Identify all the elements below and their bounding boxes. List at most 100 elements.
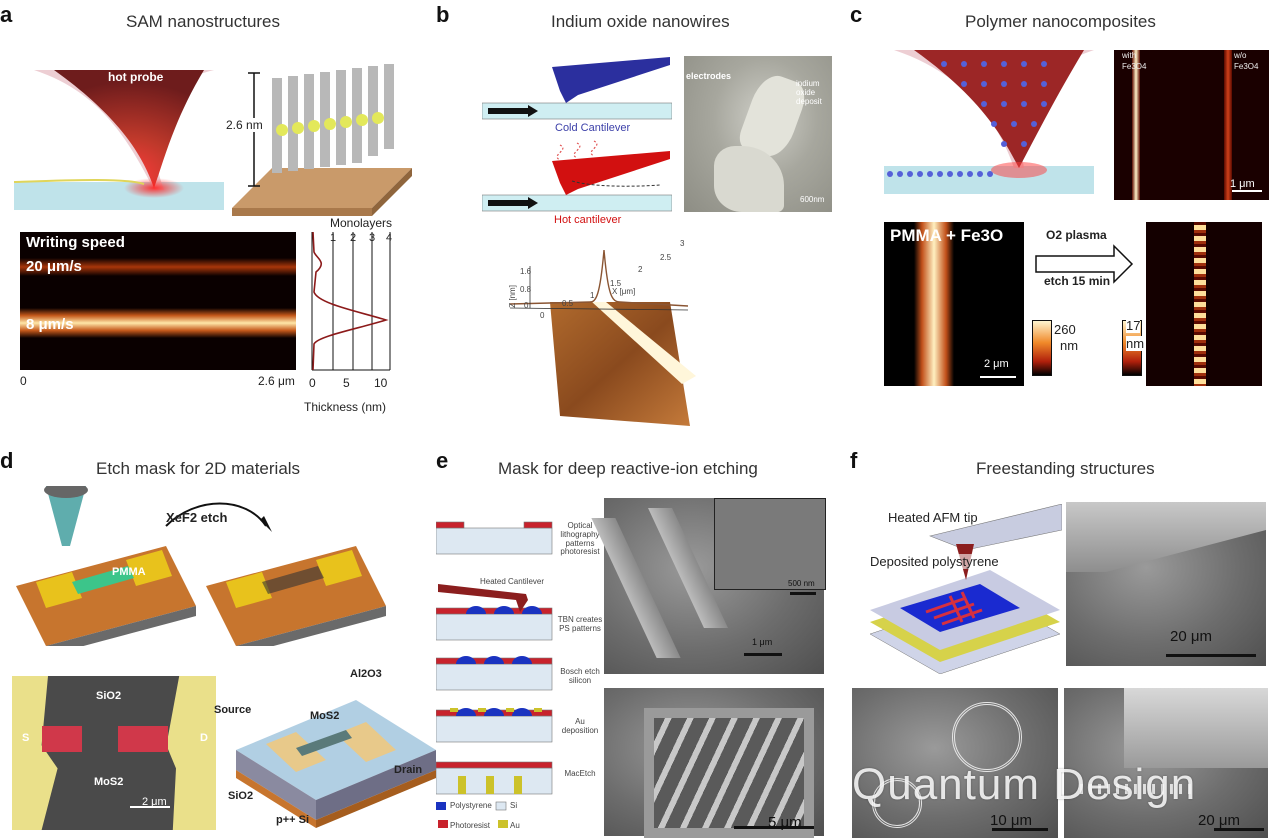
- scale-500nm-label: 500 nm: [788, 579, 815, 588]
- with-label: with: [1122, 51, 1137, 60]
- thickness-profile-plot: [311, 232, 391, 371]
- thickness-tick-10: 10: [374, 376, 388, 390]
- o2-plasma-label: O2 plasma: [1046, 228, 1107, 242]
- ml-tick-4: 4: [386, 232, 393, 244]
- writing-speed-label: Writing speed: [26, 234, 125, 251]
- ml-tick-2: 2: [350, 232, 357, 244]
- z-tick-1.6: 1.6: [520, 267, 532, 276]
- electrodes-label: electrodes: [686, 71, 732, 81]
- heated-cantilever-label: Heated Cantilever: [480, 577, 545, 586]
- panel-label-f: f: [850, 448, 858, 473]
- x-axis-label: X [μm]: [612, 287, 636, 296]
- writing-speed-image: [20, 232, 296, 370]
- with-fe3o4-label: Fe3O4: [1122, 62, 1147, 71]
- pmma-label: PMMA: [112, 566, 146, 578]
- xef2-etch-label: XeF2 etch: [166, 510, 228, 525]
- scale-1um-label: 1 μm: [1230, 178, 1255, 190]
- panel-label-a: a: [0, 2, 13, 27]
- x-tick-2: 2: [638, 265, 643, 274]
- heated-afm-tip-label: Heated AFM tip: [888, 510, 978, 525]
- source-label: Source: [214, 704, 252, 716]
- ml-tick-1: 1: [330, 232, 337, 244]
- freestanding-schematic: [870, 504, 1062, 674]
- step-3-label: Bosch etch silicon: [560, 667, 600, 685]
- x-axis-end: 2.6 μm: [258, 374, 295, 388]
- mos2-optical-image: [12, 676, 216, 830]
- fe3o4-lines-image: [1114, 50, 1269, 200]
- x-tick-1: 1: [590, 291, 595, 300]
- legend-photoresist-swatch: [438, 820, 448, 828]
- drie-sem-image-2: [604, 688, 824, 838]
- o2-plasma-arrow: [1035, 244, 1134, 284]
- cold-cantilever-label: Cold Cantilever: [555, 122, 631, 134]
- without-label: w/o: [1234, 51, 1247, 60]
- afm-3d-topography: [509, 249, 696, 426]
- ml-tick-3: 3: [369, 232, 376, 244]
- drain-label: Drain: [394, 764, 423, 776]
- monolayers-label: Monolayers: [330, 216, 393, 230]
- sio2-label: SiO2: [96, 690, 122, 702]
- scale-2um-d-label: 2 μm: [142, 796, 167, 808]
- etch-15min-label: etch 15 min: [1044, 274, 1111, 288]
- z-tick-0.8: 0.8: [520, 285, 532, 294]
- panel-label-c: c: [850, 2, 863, 27]
- step-4-label: Au deposition: [561, 717, 599, 735]
- drain-d-label: D: [200, 732, 208, 744]
- legend-photoresist: Photoresist: [450, 821, 491, 830]
- panel-label-e: e: [436, 448, 449, 473]
- thickness-axis-label: Thickness (nm): [304, 400, 387, 414]
- without-fe3o4-label: Fe3O4: [1234, 62, 1259, 71]
- drie-sem-image-1: [591, 498, 826, 674]
- serpentine-sem-image: [1064, 688, 1268, 838]
- sio2-device-label: SiO2: [228, 790, 254, 802]
- mos2-device-label: MoS2: [310, 710, 340, 722]
- panel-title-a: SAM nanostructures: [126, 12, 281, 31]
- colorbar-17-value: 17: [1126, 318, 1141, 333]
- x-tick-2.5: 2.5: [660, 253, 672, 262]
- z-tick-0: 0: [524, 301, 529, 310]
- legend-au: Au: [510, 821, 520, 830]
- panel-title-d: Etch mask for 2D materials: [96, 459, 301, 478]
- scale-5um-label: 5 μm: [768, 814, 802, 831]
- x-tick-0: 0: [540, 311, 545, 320]
- speed-20-label: 20 μm/s: [26, 258, 82, 275]
- pmma-fe3o-image: [884, 222, 1024, 386]
- nanocomposite-probe-illustration: [884, 50, 1094, 194]
- spiral-sem-image: [852, 688, 1058, 838]
- legend-polystyrene: Polystyrene: [450, 801, 492, 810]
- scale-20um-1-label: 20 μm: [1170, 628, 1212, 645]
- pmma-fe3o-label: PMMA + Fe3O: [890, 226, 1004, 245]
- x-tick-3: 3: [680, 239, 685, 248]
- colorbar-260-unit: nm: [1060, 338, 1079, 353]
- hot-cantilever-label: Hot cantilever: [554, 214, 622, 226]
- indium-oxide-afm-image: [684, 56, 832, 212]
- scale-20um-2-label: 20 μm: [1198, 812, 1240, 829]
- colorbar-17-unit: nm: [1126, 336, 1145, 351]
- x-tick-0.5: 0.5: [562, 299, 574, 308]
- scale-1um-e-label: 1 μm: [752, 637, 773, 647]
- al2o3-label: Al2O3: [350, 668, 382, 680]
- psi-label: p++ Si: [276, 814, 310, 826]
- scale-2um-label: 2 μm: [984, 358, 1009, 370]
- hot-probe-illustration: [14, 70, 224, 210]
- deposit-label: indium oxide deposit: [796, 79, 822, 106]
- z-axis-label: Z [nm]: [507, 285, 517, 308]
- drie-process-schematic: [436, 521, 553, 811]
- colorbar-260-value: 260: [1054, 322, 1076, 337]
- step-2-label: TBN creates PS patterns: [557, 615, 603, 633]
- mos2-label: MoS2: [94, 776, 124, 788]
- deposited-polystyrene-label: Deposited polystyrene: [870, 554, 999, 569]
- hot-probe-label: hot probe: [108, 70, 164, 84]
- panel-title-b: Indium oxide nanowires: [551, 12, 730, 31]
- step-1-label: Optical lithography patterns photoresist: [560, 521, 600, 557]
- sam-height-label: 2.6 nm: [226, 118, 263, 132]
- watermark-text: Quantum Design: [852, 760, 1197, 809]
- speed-8-label: 8 μm/s: [26, 316, 74, 333]
- panel-title-e: Mask for deep reactive-ion etching: [498, 459, 758, 478]
- mos2-device-schematic: [236, 700, 436, 828]
- thickness-tick-5: 5: [343, 376, 350, 390]
- freestanding-sem-1: [1066, 502, 1266, 666]
- afm-scale-label: 600nm: [800, 195, 825, 204]
- cantilever-schematic: [482, 57, 672, 212]
- panel-title-f: Freestanding structures: [976, 459, 1155, 478]
